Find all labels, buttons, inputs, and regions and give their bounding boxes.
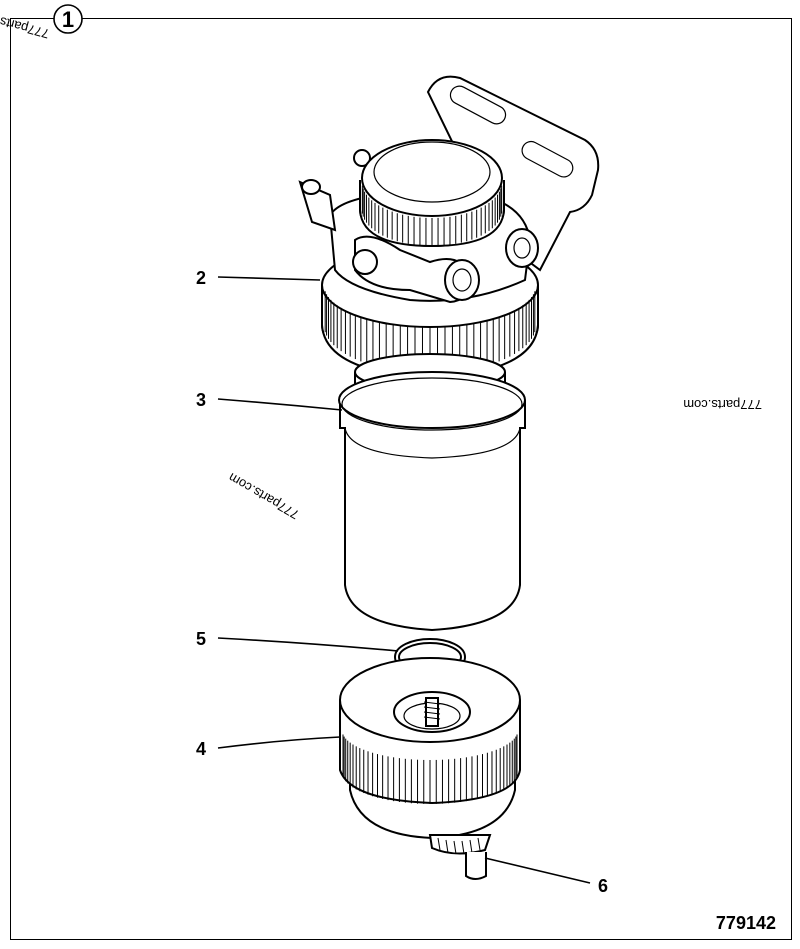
sheet-number-marker: 1 <box>53 4 83 34</box>
watermark-right: 777parts.com <box>683 397 762 412</box>
sheet-number: 1 <box>62 7 74 32</box>
part-filter-element <box>338 353 526 632</box>
callout-4: 4 <box>196 739 206 759</box>
part-bowl <box>339 657 521 840</box>
callout-6: 6 <box>598 876 608 896</box>
drawing-number: 779142 <box>716 913 776 933</box>
callout-5: 5 <box>196 629 206 649</box>
watermark-top-left: 777parts.com <box>0 7 51 42</box>
drawing-frame <box>10 18 792 940</box>
watermark-left: 777parts.com <box>226 470 302 522</box>
part-filter-head <box>298 75 600 380</box>
part-drain <box>428 834 492 880</box>
callout-2: 2 <box>196 268 206 288</box>
callout-3: 3 <box>196 390 206 410</box>
leader-lines <box>217 276 591 884</box>
